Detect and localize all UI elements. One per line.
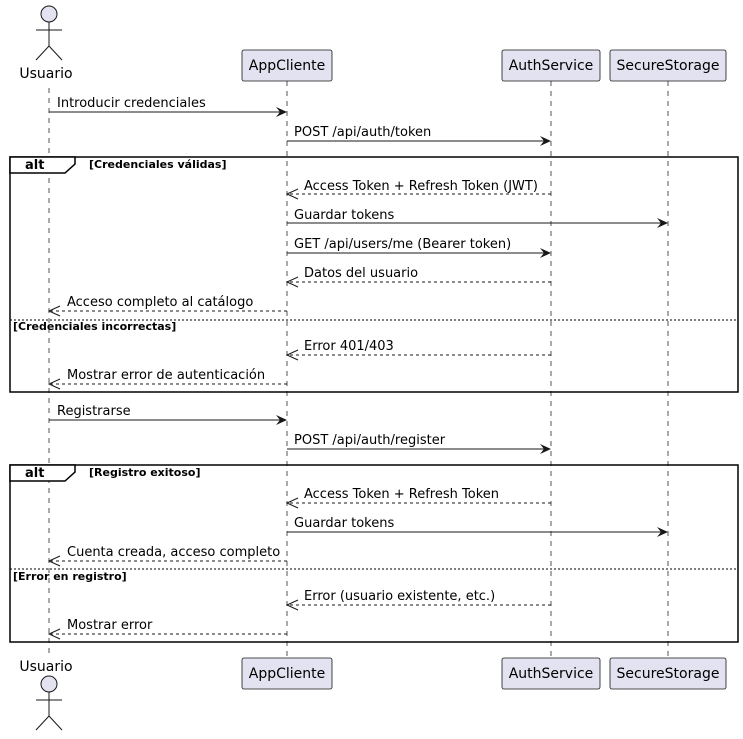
- message-label: Guardar tokens: [294, 516, 394, 531]
- message-label: Guardar tokens: [294, 208, 394, 223]
- actor-usuario-top: Usuario: [19, 5, 73, 82]
- participant-authservice-top: AuthService: [501, 49, 601, 82]
- participant-appcliente-bottom: AppCliente: [241, 657, 333, 690]
- message: Datos del usuario: [285, 266, 551, 288]
- participant-label: SecureStorage: [617, 58, 720, 74]
- message: Introducir credenciales: [49, 96, 287, 117]
- message-label: Introducir credenciales: [57, 96, 206, 111]
- message: Mostrar error: [47, 618, 287, 640]
- message-label: Error 401/403: [304, 339, 394, 354]
- actor-usuario-bottom: Usuario: [19, 659, 73, 731]
- alt-fragment-login: alt [Credenciales válidas] [Credenciales…: [9, 156, 739, 393]
- participant-securestorage-bottom: SecureStorage: [609, 657, 727, 690]
- message-label: Access Token + Refresh Token: [304, 487, 499, 502]
- message-label: Error (usuario existente, etc.): [304, 589, 495, 604]
- message: POST /api/auth/register: [287, 433, 551, 454]
- message: Error (usuario existente, etc.): [285, 589, 551, 611]
- fragment-guard: [Credenciales válidas]: [89, 158, 226, 171]
- fragment-else-guard: [Error en registro]: [13, 570, 127, 583]
- message: Mostrar error de autenticación: [47, 368, 287, 390]
- message: Cuenta creada, acceso completo: [47, 545, 287, 567]
- message-label: Cuenta creada, acceso completo: [67, 545, 280, 560]
- fragment-guard: [Registro exitoso]: [89, 466, 201, 479]
- participant-securestorage-top: SecureStorage: [609, 49, 727, 82]
- participant-authservice-bottom: AuthService: [501, 657, 601, 690]
- fragment-keyword: alt: [25, 466, 44, 481]
- message-label: Access Token + Refresh Token (JWT): [304, 179, 538, 194]
- participant-label: AuthService: [509, 58, 594, 74]
- message-label: Acceso completo al catálogo: [67, 295, 253, 310]
- message-label: Datos del usuario: [304, 266, 418, 281]
- message: Error 401/403: [285, 339, 551, 361]
- message: GET /api/users/me (Bearer token): [287, 237, 551, 258]
- message: Access Token + Refresh Token (JWT): [285, 179, 551, 200]
- message-label: POST /api/auth/token: [294, 125, 431, 140]
- alt-fragment-registro: alt [Registro exitoso] [Error en registr…: [9, 464, 739, 643]
- message-label: Mostrar error de autenticación: [67, 368, 265, 383]
- message: POST /api/auth/token: [287, 125, 551, 146]
- fragment-keyword: alt: [25, 158, 44, 173]
- message-label: Mostrar error: [67, 618, 153, 633]
- message-label: POST /api/auth/register: [294, 433, 446, 448]
- message: Registrarse: [49, 404, 287, 425]
- message-label: GET /api/users/me (Bearer token): [294, 237, 511, 252]
- message: Acceso completo al catálogo: [47, 295, 287, 317]
- participant-label: AppCliente: [249, 58, 326, 74]
- participant-appcliente-top: AppCliente: [241, 49, 333, 82]
- participant-label: Usuario: [19, 659, 72, 675]
- message: Access Token + Refresh Token: [285, 487, 551, 509]
- participant-label: AuthService: [509, 666, 594, 682]
- participant-label: AppCliente: [249, 666, 326, 682]
- fragment-else-guard: [Credenciales incorrectas]: [13, 320, 176, 333]
- message: Guardar tokens: [287, 516, 668, 537]
- message-label: Registrarse: [57, 404, 131, 419]
- participant-label: Usuario: [19, 66, 72, 82]
- participant-label: SecureStorage: [617, 666, 720, 682]
- message: Guardar tokens: [287, 208, 668, 228]
